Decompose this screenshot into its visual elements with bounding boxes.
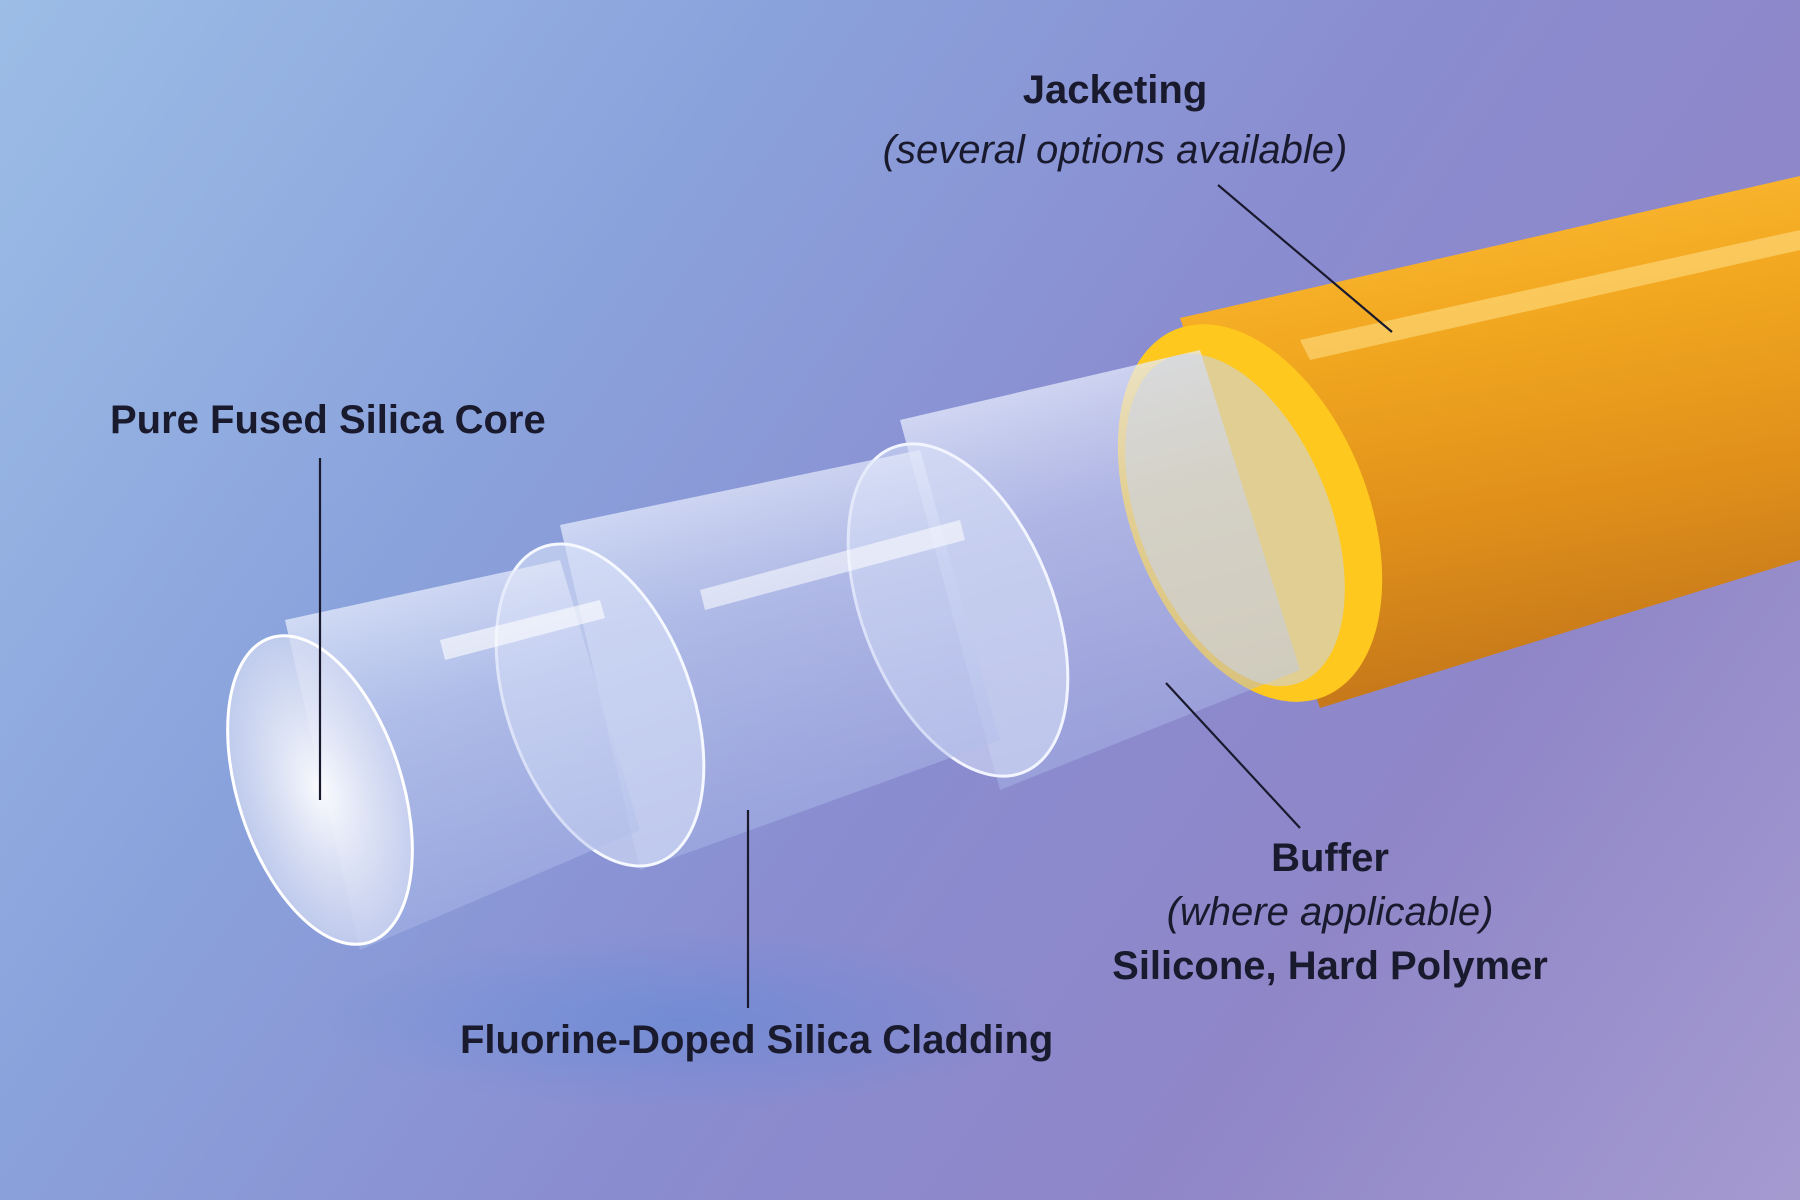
- buffer-inner-ring: [1125, 353, 1345, 687]
- buffer-materials: Silicone, Hard Polymer: [1112, 944, 1548, 988]
- core-layer: [226, 560, 640, 950]
- jacketing-label: Jacketing: [1022, 68, 1208, 112]
- fiber-shadow: [320, 930, 1040, 1110]
- jacketing-note: (several options available): [882, 128, 1348, 172]
- leader-lines: [318, 184, 1393, 1008]
- core-label: Pure Fused Silica Core: [110, 398, 546, 442]
- cladding-label: Fluorine-Doped Silica Cladding: [460, 1018, 1054, 1062]
- jacket-highlight: [1300, 230, 1800, 360]
- buffer-label: Buffer: [1271, 836, 1389, 880]
- core-highlight: [440, 600, 605, 660]
- leader-line-jacketing: [1217, 184, 1393, 333]
- leader-line-buffer: [1165, 682, 1301, 829]
- buffer-note: (where applicable): [1166, 890, 1494, 934]
- cladding-highlight: [700, 520, 965, 610]
